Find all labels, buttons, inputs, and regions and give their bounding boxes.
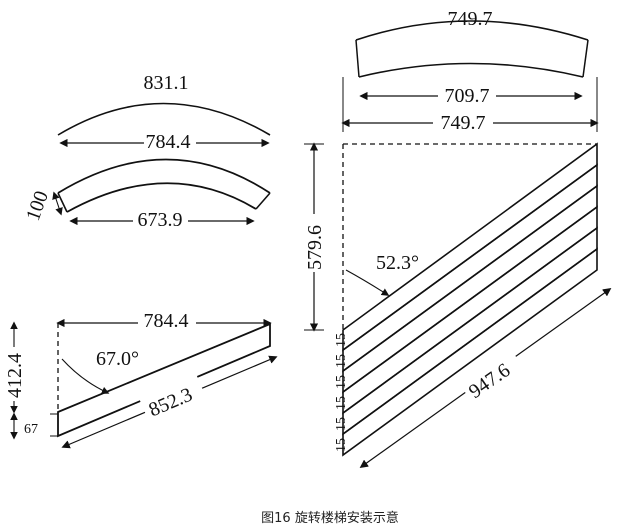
treads-height-bg bbox=[303, 214, 325, 272]
width-dimension bbox=[52, 191, 63, 216]
height-label: 412.4 bbox=[4, 353, 26, 398]
tread-6 bbox=[342, 247, 598, 457]
angle-label: 67.0° bbox=[96, 348, 139, 370]
step-label-4: 15 bbox=[334, 396, 349, 410]
handrail-inner-bg bbox=[438, 83, 496, 107]
step-label-3: 15 bbox=[334, 375, 349, 389]
step-thickness-labels: 15 15 15 15 15 15 bbox=[334, 333, 349, 452]
handrail-outer-arc bbox=[355, 20, 589, 41]
tread-3 bbox=[342, 184, 598, 394]
step-label-5: 15 bbox=[334, 417, 349, 431]
length-label-bg bbox=[138, 374, 208, 424]
curved-plate-outer-edge bbox=[57, 158, 271, 194]
span-label: 749.7 bbox=[441, 112, 486, 134]
arc-length-line bbox=[57, 102, 271, 136]
inner-label-bg bbox=[133, 208, 188, 232]
span-label-bg bbox=[433, 110, 493, 134]
inclined-stringer-bottom-left: 784.4 412.4 67 67.0° 852.3 bbox=[4, 310, 278, 449]
figure-caption: 图16 旋转楼梯安装示意 bbox=[261, 510, 399, 526]
stair-treads-right: 579.6 52.3° 15 15 15 15 15 15 947.6 bbox=[303, 142, 612, 468]
top-length-bg bbox=[138, 310, 196, 334]
width-label: 100 bbox=[22, 188, 53, 224]
step-label-6: 15 bbox=[334, 438, 349, 452]
handrail-right-end bbox=[582, 39, 589, 78]
tread-1 bbox=[342, 142, 598, 352]
treads-length-bg bbox=[459, 348, 527, 408]
handrail-left-end bbox=[355, 39, 360, 78]
top-length-label: 784.4 bbox=[144, 310, 189, 332]
treads-height-label: 579.6 bbox=[304, 225, 326, 270]
curved-plate-top-left: 831.1 784.4 100 673.9 bbox=[22, 72, 271, 232]
handrail-inner-label: 709.7 bbox=[445, 85, 490, 107]
thickness-label: 67 bbox=[24, 422, 38, 437]
step-label-1: 15 bbox=[334, 333, 349, 347]
curved-plate-inner-edge bbox=[66, 182, 257, 213]
inner-label: 673.9 bbox=[138, 209, 183, 231]
arc-length-label: 831.1 bbox=[144, 72, 189, 94]
chord-label-bg bbox=[144, 129, 196, 151]
step-label-2: 15 bbox=[334, 354, 349, 368]
handrail-arc-label: 749.7 bbox=[448, 8, 493, 30]
curved-plate-right-end bbox=[255, 192, 271, 210]
chord-label: 784.4 bbox=[146, 131, 191, 153]
handrail-inner-arc bbox=[358, 62, 584, 78]
inclined-stringer bbox=[57, 322, 271, 438]
curved-handrail-top-right: 749.7 709.7 749.7 bbox=[341, 8, 599, 134]
treads-angle-label: 52.3° bbox=[376, 252, 419, 274]
height-label-bg bbox=[4, 347, 26, 401]
tread-stack bbox=[342, 142, 598, 457]
